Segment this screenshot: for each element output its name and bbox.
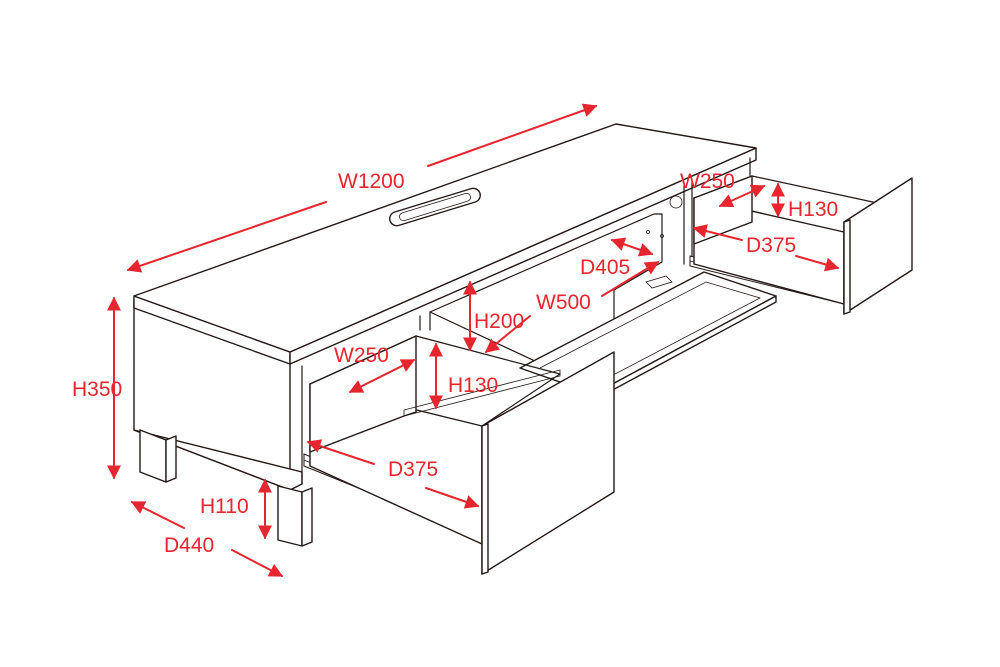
dim-left-drawer-depth-arrow-left — [306, 439, 375, 465]
label-height: H350 — [72, 378, 122, 401]
dim-left-drawer-width-arrow — [348, 359, 416, 393]
dimension-labels: W1200 H350 H110 D440 H200 W500 D405 W250… — [72, 170, 838, 557]
dim-shelf-width-arrow-left — [484, 315, 531, 353]
dim-shelf-width-arrow-right — [601, 261, 660, 297]
hinge-screw-1 — [646, 230, 650, 234]
left-drawer-front-edge — [481, 423, 489, 575]
label-left-drawer-depth: D375 — [388, 458, 438, 481]
left-drawer-floor — [403, 369, 561, 417]
dim-width-arrow-left — [126, 201, 327, 273]
label-left-drawer-width: W250 — [334, 344, 389, 367]
hinge-detail — [669, 195, 683, 209]
shelf-tray-rim — [539, 281, 762, 385]
shelf-cable-hole — [645, 275, 673, 289]
dimension-arrows — [107, 103, 840, 577]
hinge-screw-2 — [660, 234, 664, 238]
front-left-leg — [139, 429, 167, 483]
label-shelf-depth: D405 — [580, 256, 630, 279]
label-right-drawer-height: H130 — [788, 198, 838, 221]
label-right-drawer-depth: D375 — [746, 234, 796, 257]
label-shelf-width: W500 — [536, 291, 591, 314]
label-width: W1200 — [338, 170, 405, 193]
cabinet-body — [133, 123, 757, 491]
cable-port-slot — [389, 187, 481, 227]
dim-right-drawer-depth-arrow-left — [692, 224, 743, 241]
dim-width-arrow-right — [427, 103, 598, 167]
cable-port-slot-inner — [399, 192, 471, 222]
dim-right-drawer-depth-arrow-right — [795, 255, 840, 272]
dim-right-drawer-width-arrow — [718, 184, 766, 208]
left-drawer — [303, 335, 615, 575]
dim-shelf-depth-arrow — [610, 237, 654, 257]
label-leg-height: H110 — [200, 495, 249, 518]
right-drawer-front-edge — [843, 219, 851, 315]
front-left-leg-side — [165, 435, 177, 483]
front-right-leg — [277, 485, 303, 547]
cabinet-legs — [139, 429, 313, 547]
slide-out-shelf — [519, 271, 777, 401]
front-right-leg-side — [301, 487, 313, 547]
cabinet-top-surface — [133, 123, 757, 353]
label-shelf-height: H200 — [474, 310, 524, 333]
dim-depth-arrow-right — [231, 549, 284, 577]
label-depth: D440 — [164, 534, 214, 557]
label-left-drawer-height: H130 — [448, 374, 498, 397]
dim-left-drawer-depth-arrow-right — [425, 487, 480, 509]
label-right-drawer-width: W250 — [680, 170, 735, 193]
right-drawer — [689, 175, 913, 315]
dim-depth-arrow-left — [130, 501, 185, 529]
